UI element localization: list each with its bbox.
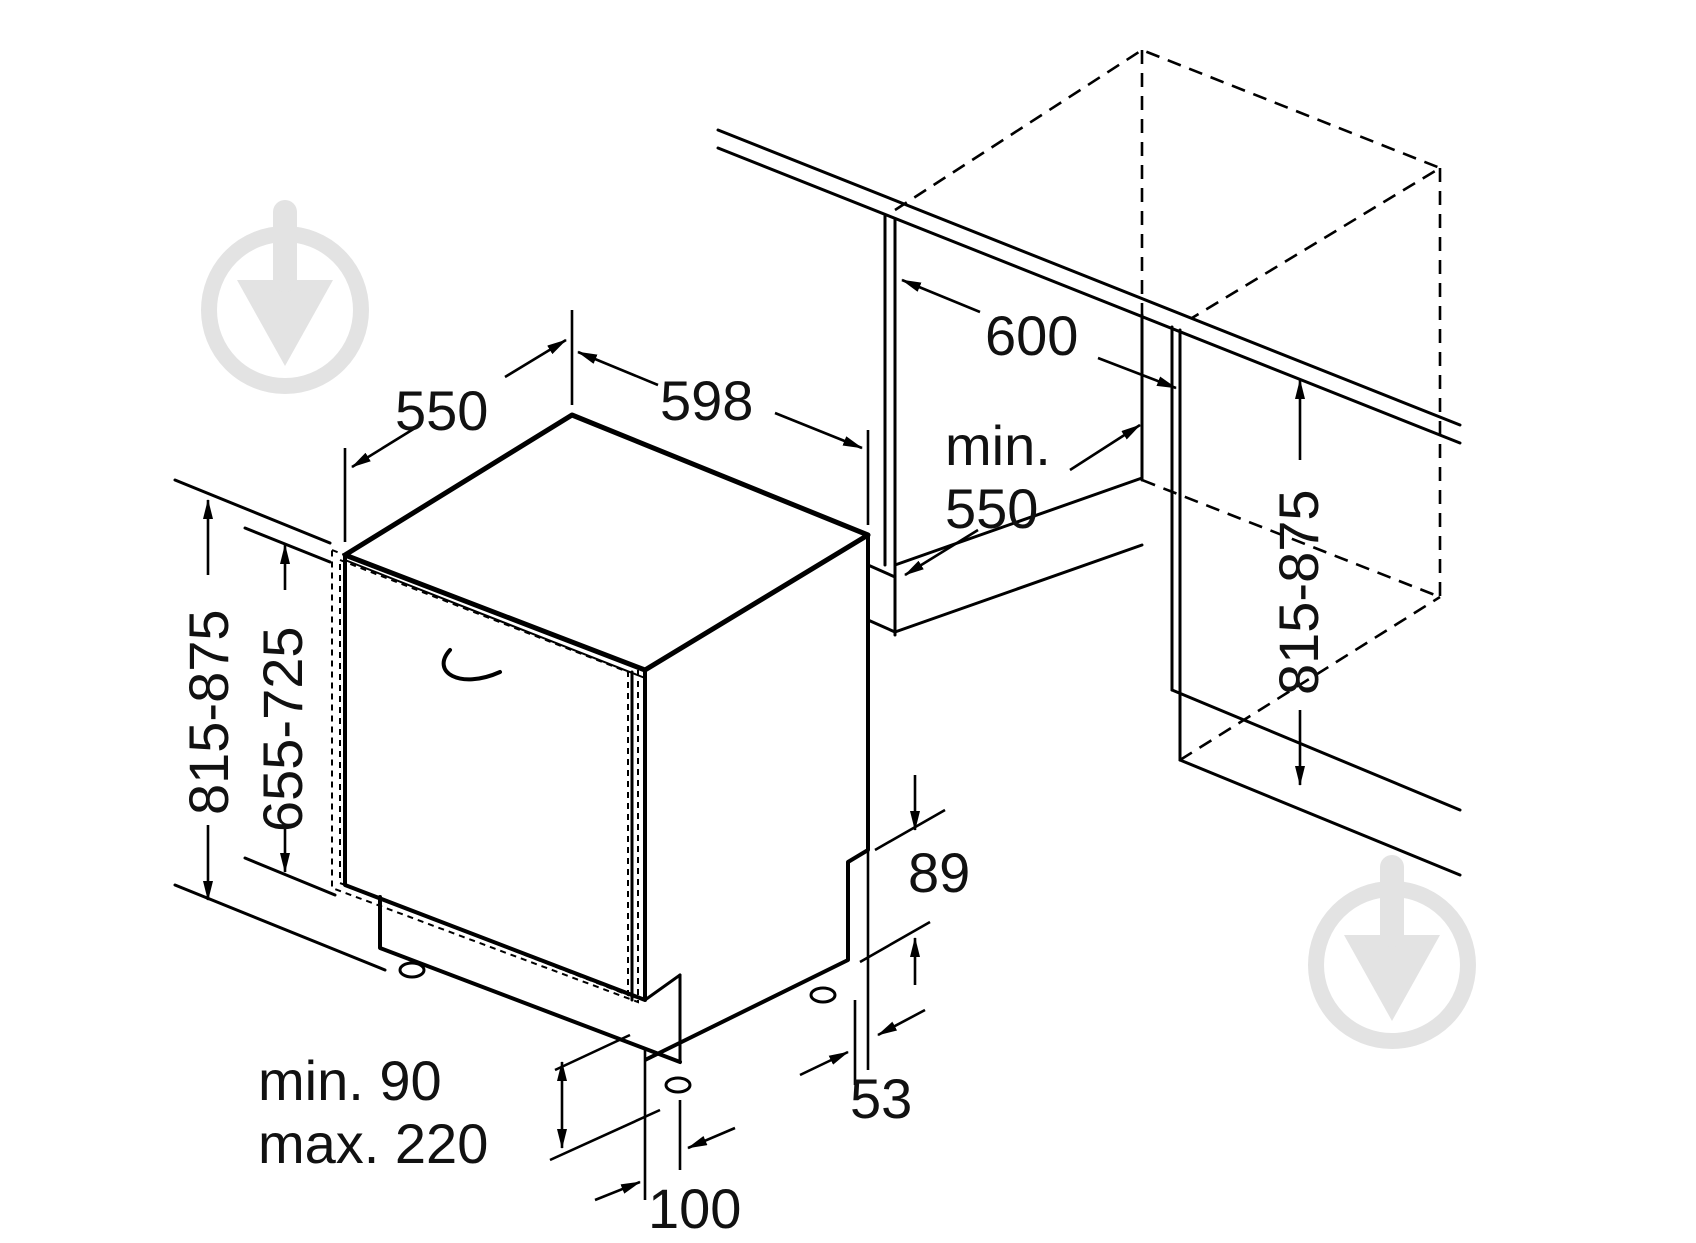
watermark-logo-icon	[201, 200, 369, 394]
door-height-range-label: 655-725	[251, 626, 314, 832]
watermark-logo-icon	[1308, 855, 1476, 1049]
plinth-max-label: max. 220	[258, 1112, 488, 1175]
dishwasher-body	[331, 412, 871, 1094]
plinth-min-label: min. 90	[258, 1049, 442, 1112]
plinth-height-label: 89	[908, 841, 970, 904]
height-range-left-label: 815-875	[177, 609, 240, 815]
foot-setback-label: 100	[648, 1177, 741, 1240]
height-range-right-label: 815-875	[1267, 489, 1330, 695]
depth-label: 550	[395, 379, 488, 442]
kitchen-niche	[716, 48, 1462, 877]
plinth-gap-label: 53	[850, 1067, 912, 1130]
niche-depth-value-label: 550	[945, 477, 1038, 540]
niche-width-label: 600	[985, 304, 1078, 367]
niche-depth-min-label: min.	[945, 414, 1051, 477]
dimension-lines	[203, 278, 1305, 1202]
width-label: 598	[660, 369, 753, 432]
